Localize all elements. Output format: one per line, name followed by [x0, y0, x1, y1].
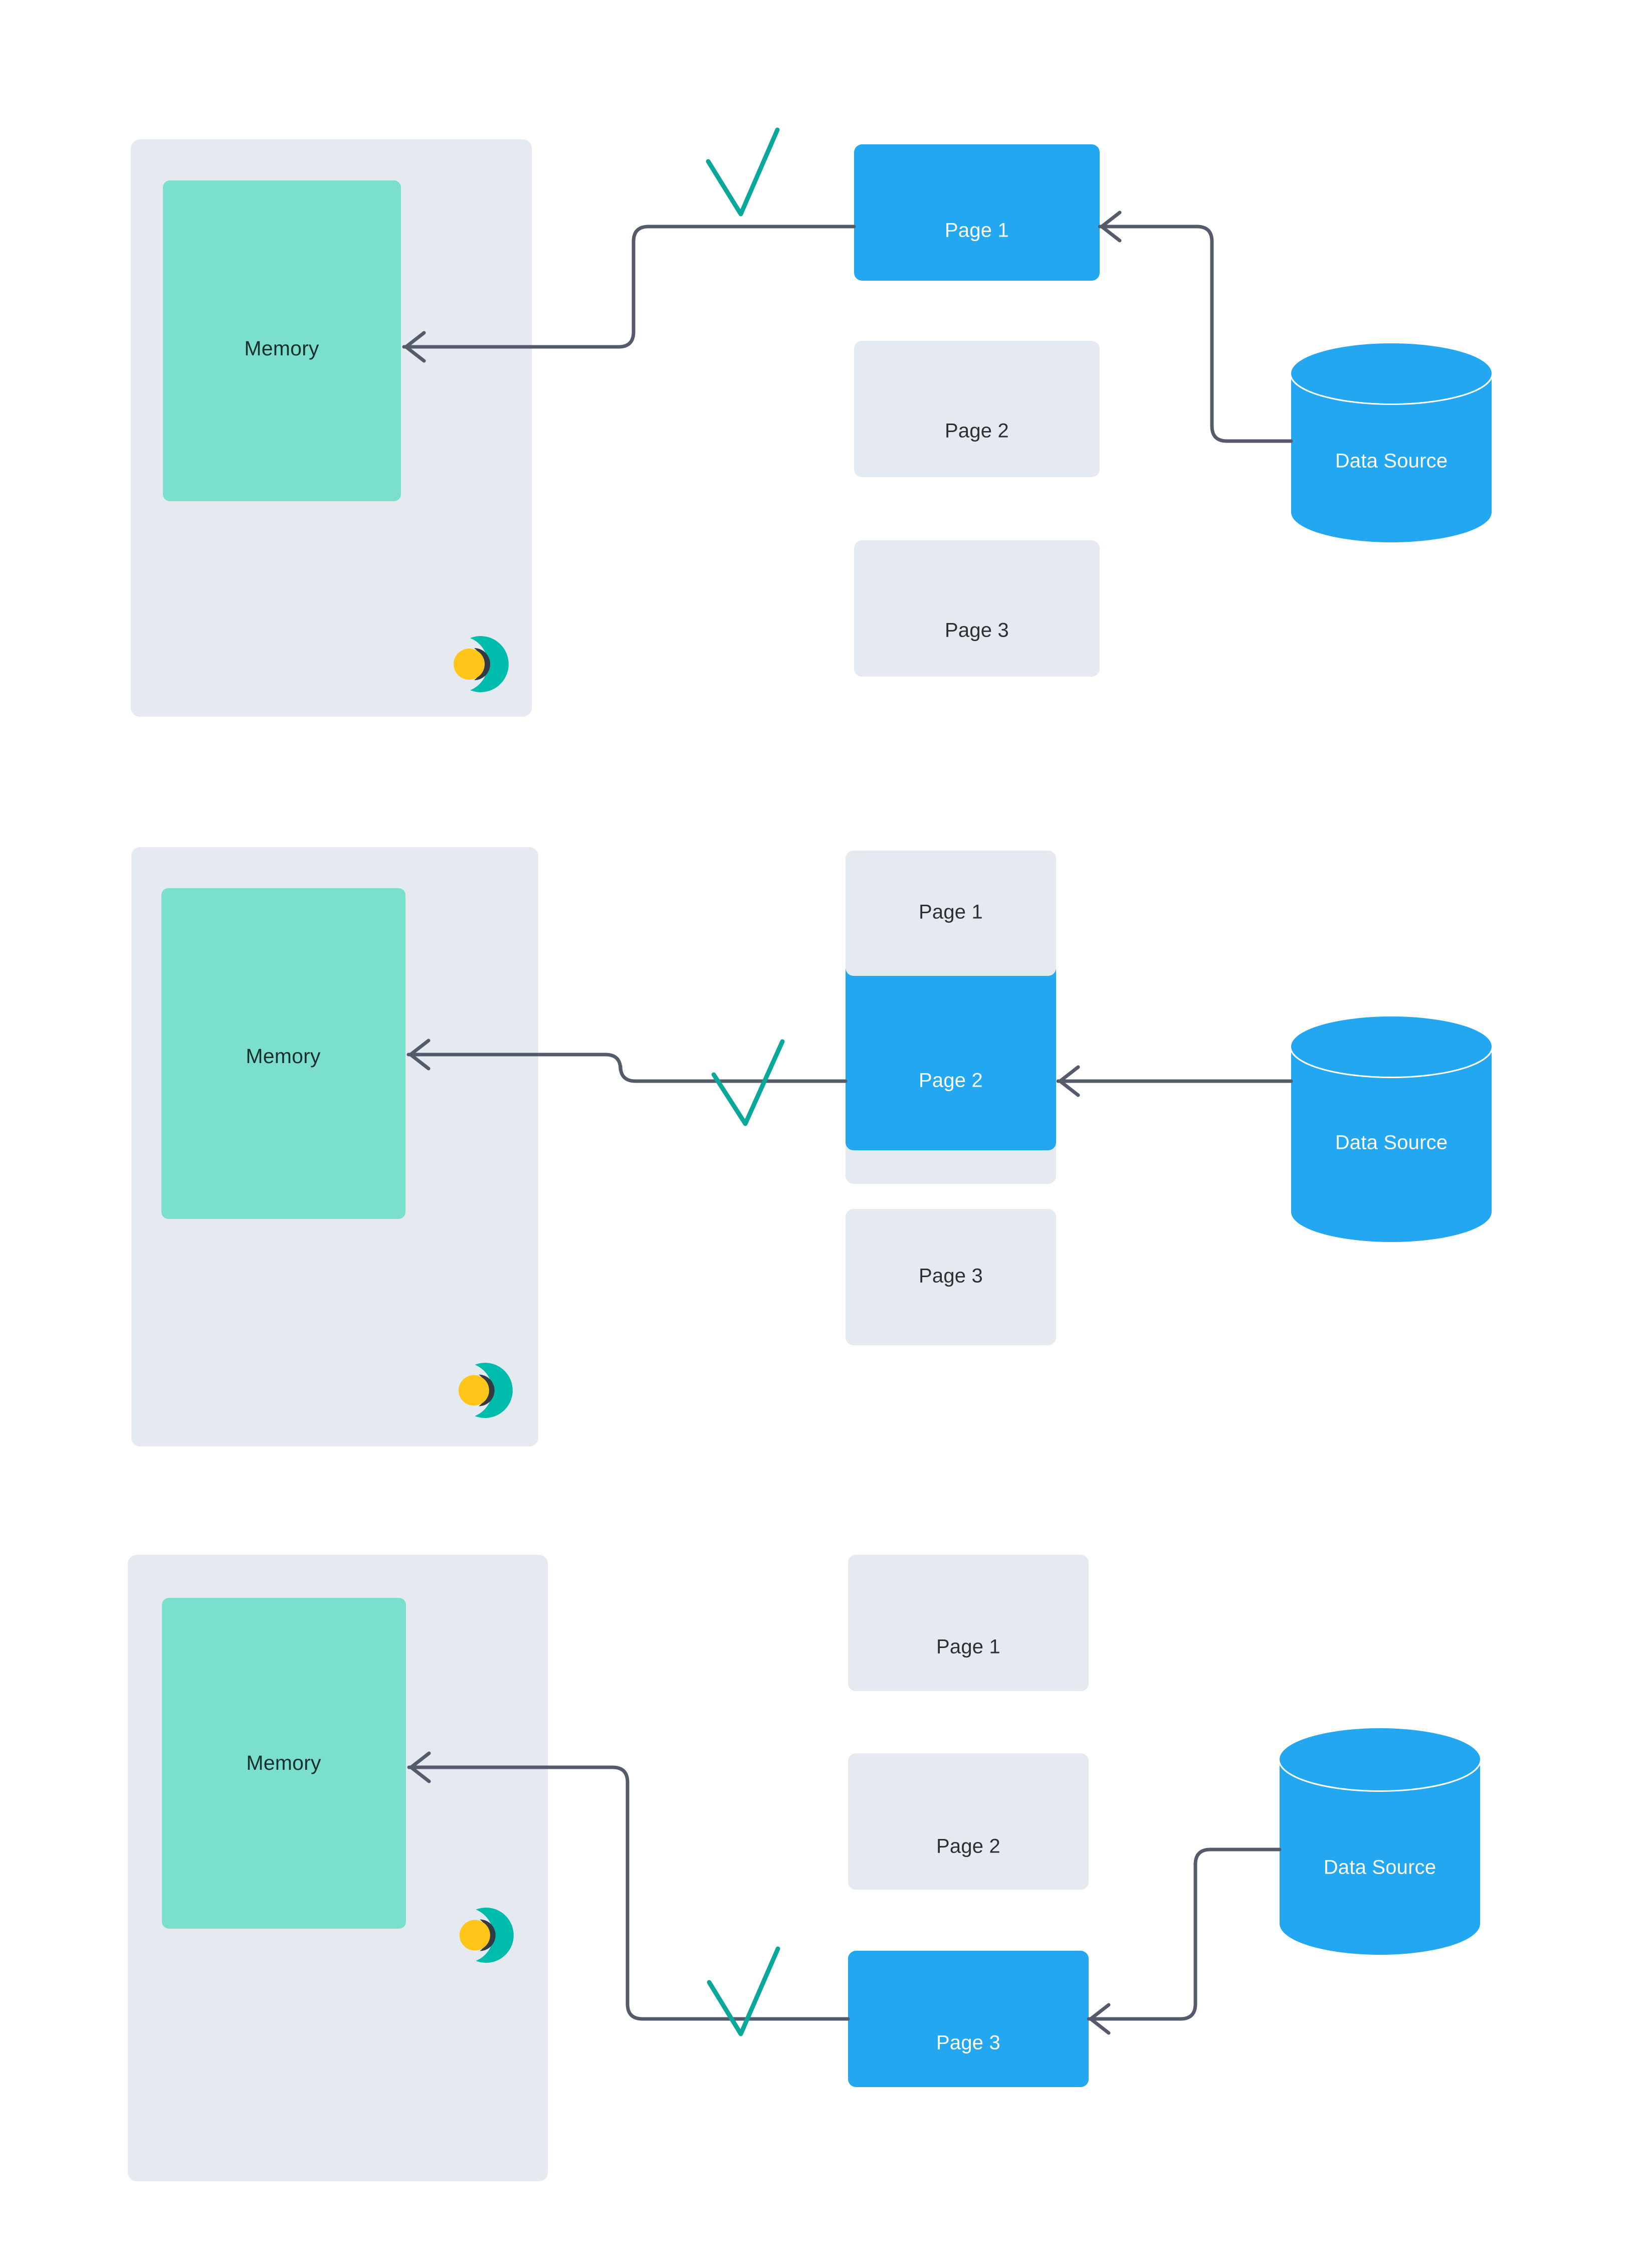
page-box-active[interactable]	[854, 144, 1100, 281]
data-source-cylinder[interactable]	[1278, 1727, 1482, 1955]
page-label: Page 2	[945, 420, 1009, 442]
flow-page2-to-memory	[406, 1053, 848, 1083]
panel-3: Memory Page 1 Page 2 Page 3 Data Source	[128, 1555, 1482, 2181]
arrow-head-memory	[409, 1751, 431, 1783]
memory-block[interactable]	[162, 1598, 406, 1929]
page-label: Page 1	[945, 220, 1009, 242]
page-box-active[interactable]	[848, 1951, 1089, 2087]
arrow-head-page1	[1100, 211, 1122, 243]
page-box-inactive[interactable]	[848, 1753, 1089, 1890]
data-source-cylinder[interactable]	[1290, 1015, 1493, 1242]
page-box-inactive[interactable]	[846, 1209, 1056, 1345]
page-box-inactive[interactable]	[854, 540, 1100, 677]
page-label: Page 1	[919, 901, 983, 923]
arrow-head-memory	[404, 331, 426, 363]
page-box-inactive[interactable]	[854, 341, 1100, 477]
arrow-head-page2	[1058, 1065, 1080, 1097]
flow-datasource-to-page1	[1098, 225, 1293, 443]
flow-page3-to-memory	[407, 1765, 850, 2021]
check-mark-icon	[711, 1039, 785, 1126]
flow-page1-to-memory	[402, 225, 856, 349]
page-label: Page 3	[936, 2032, 1000, 2054]
memory-block[interactable]	[163, 180, 401, 501]
memory-label: Memory	[244, 337, 319, 360]
data-source-label: Data Source	[1335, 450, 1448, 472]
panel-1: Memory Page 1 Page 2 Page 3 Data Source	[131, 127, 1493, 717]
arrow-head-memory	[408, 1039, 431, 1071]
check-mark-icon	[706, 127, 780, 217]
data-source-label: Data Source	[1335, 1132, 1448, 1154]
page-label: Page 2	[919, 1070, 983, 1092]
page-label: Page 3	[919, 1265, 983, 1287]
page-label: Page 1	[936, 1636, 1000, 1658]
flow-datasource-to-page3	[1087, 1847, 1282, 2021]
data-source-cylinder[interactable]	[1290, 342, 1493, 542]
memory-block[interactable]	[161, 888, 405, 1219]
page-label: Page 3	[945, 620, 1009, 642]
check-mark-icon	[707, 1946, 780, 2036]
panel-2: Memory Page 1 Page 2 Page 3 Page 1 Page …	[131, 847, 1493, 1447]
data-source-label: Data Source	[1324, 1857, 1436, 1879]
page-box-inactive[interactable]	[848, 1555, 1089, 1691]
arrow-head-page3	[1089, 2003, 1111, 2035]
memory-label: Memory	[246, 1751, 321, 1774]
memory-label: Memory	[246, 1045, 321, 1068]
page-box-active[interactable]	[846, 1010, 1056, 1150]
page-box-inactive[interactable]	[846, 851, 1056, 976]
page-label: Page 2	[936, 1835, 1000, 1858]
